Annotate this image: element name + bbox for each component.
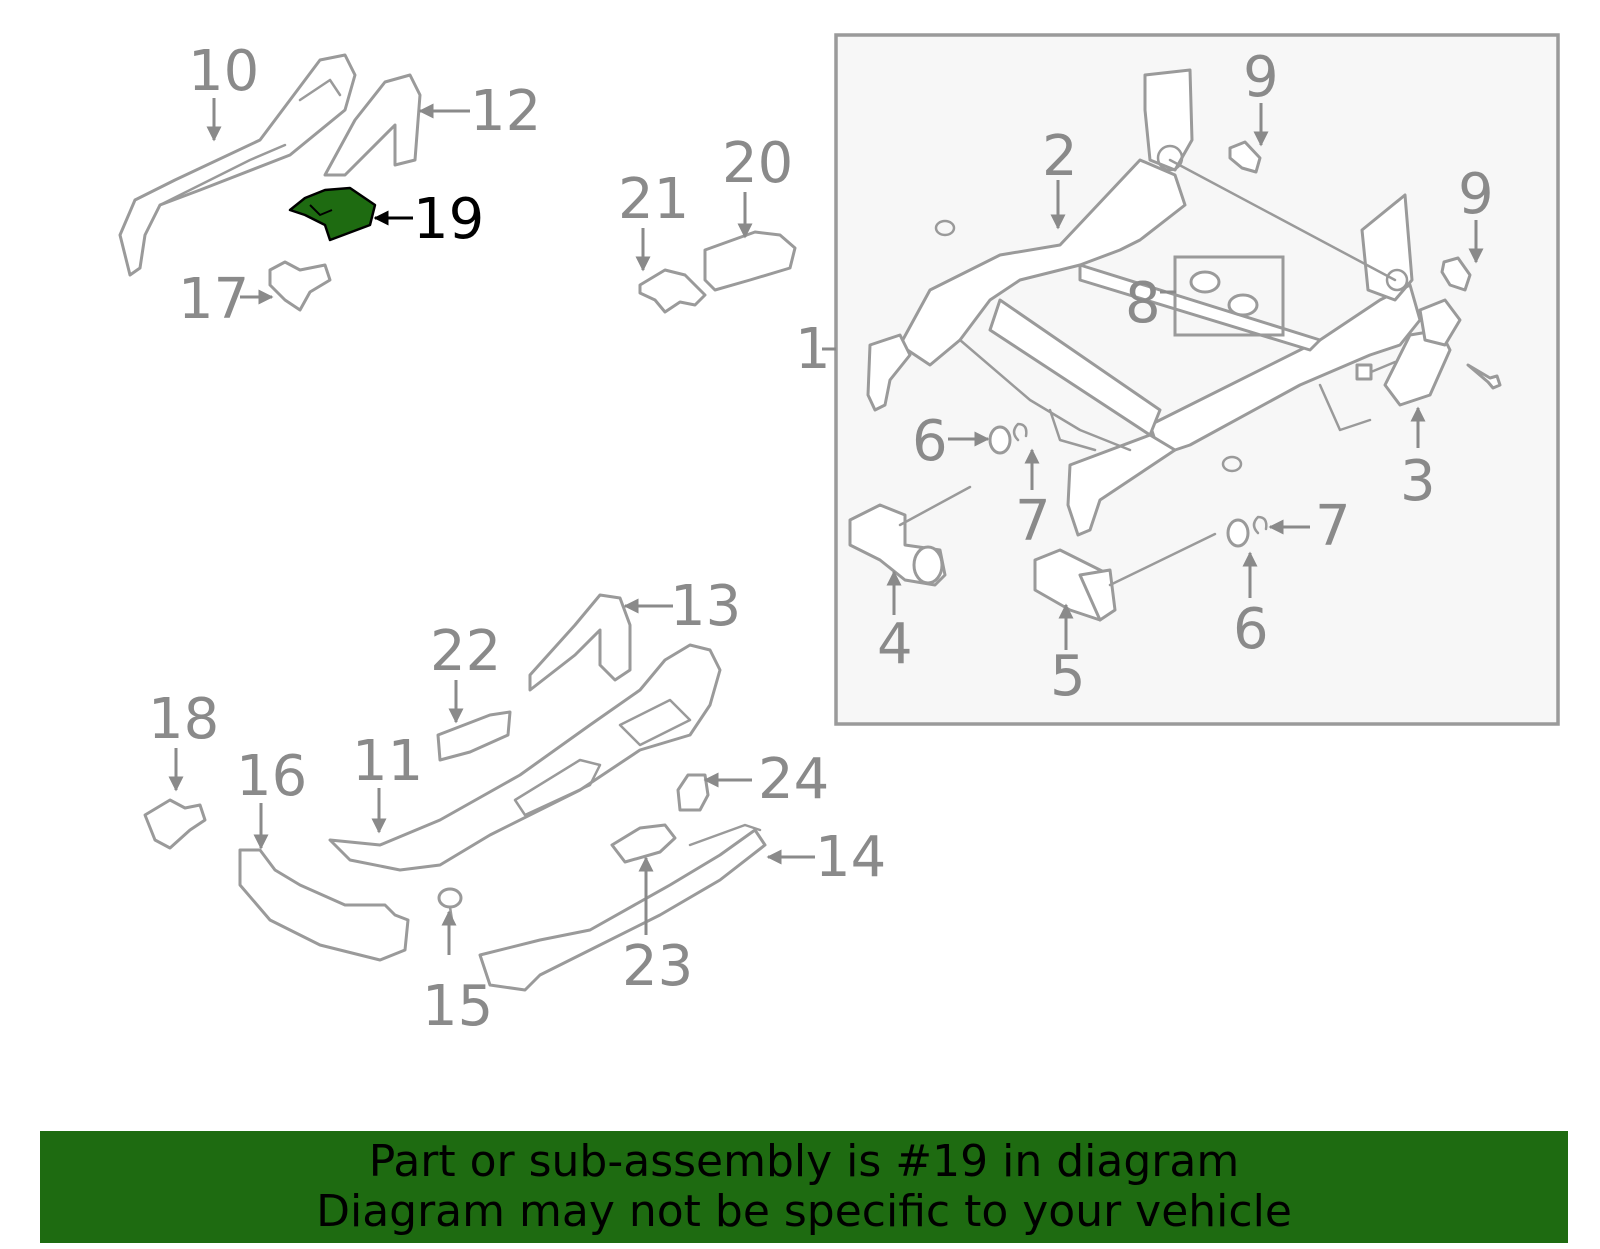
part-23-pad bbox=[610, 823, 677, 864]
part-18-clip bbox=[143, 798, 207, 850]
callout-20: 20 bbox=[722, 131, 793, 196]
part-19-highlighted bbox=[288, 186, 377, 242]
callout-22: 22 bbox=[430, 619, 501, 684]
part-11-side-shield bbox=[328, 643, 722, 872]
part-8-bushings bbox=[1189, 270, 1259, 317]
part-13-bracket bbox=[528, 593, 632, 692]
callout-labels: 1 2 3 4 5 6 6 7 7 8 9 9 10 11 12 13 14 1… bbox=[148, 39, 1494, 1039]
callout-2: 2 bbox=[1042, 124, 1078, 189]
callout-4: 4 bbox=[877, 612, 913, 677]
part-16-cover bbox=[238, 848, 410, 962]
callout-5: 5 bbox=[1050, 644, 1086, 709]
part-14-rail-cover bbox=[478, 823, 767, 992]
part-9-clip-b bbox=[1440, 256, 1472, 292]
banner-line-disclaimer: Diagram may not be specific to your vehi… bbox=[316, 1186, 1292, 1237]
callout-8: 8 bbox=[1125, 271, 1161, 336]
part-24-cap bbox=[676, 773, 710, 812]
callout-12: 12 bbox=[470, 79, 541, 144]
leader-lines bbox=[168, 98, 1484, 955]
part-2-seat-frame bbox=[866, 68, 1422, 537]
callout-1: 1 bbox=[795, 317, 831, 382]
callout-6b: 6 bbox=[1233, 597, 1269, 662]
inset-frame-box bbox=[834, 33, 1560, 726]
callout-10: 10 bbox=[188, 39, 259, 104]
callout-7b: 7 bbox=[1315, 494, 1351, 559]
part-5-motor bbox=[1033, 532, 1217, 622]
banner-line-part: Part or sub-assembly is #19 in diagram bbox=[368, 1136, 1240, 1187]
part-8-box bbox=[1173, 255, 1285, 337]
callout-14: 14 bbox=[815, 825, 886, 890]
callout-6a: 6 bbox=[912, 409, 948, 474]
callout-17: 17 bbox=[178, 267, 249, 332]
info-banner: Part or sub-assembly is #19 in diagram D… bbox=[40, 1131, 1568, 1243]
part-9-clip-a bbox=[1228, 140, 1262, 174]
callout-16: 16 bbox=[236, 744, 307, 809]
part-6-washer-b bbox=[1226, 518, 1250, 548]
part-screw bbox=[1466, 363, 1502, 390]
callout-19: 19 bbox=[413, 187, 484, 252]
callout-21: 21 bbox=[618, 167, 689, 232]
callout-24: 24 bbox=[758, 747, 829, 812]
part-12-bracket bbox=[323, 73, 422, 177]
callout-7a: 7 bbox=[1015, 489, 1051, 554]
callout-23: 23 bbox=[622, 934, 693, 999]
part-10-trim-cover bbox=[118, 53, 357, 277]
part-4-motor bbox=[848, 485, 972, 587]
callout-15: 15 bbox=[422, 974, 493, 1039]
part-17-clip bbox=[268, 260, 332, 312]
part-3-motor bbox=[1355, 298, 1462, 407]
part-7-clip-b bbox=[1252, 515, 1268, 535]
part-7-clip-a bbox=[1012, 422, 1028, 442]
parts-diagram: 1 2 3 4 5 6 6 7 7 8 9 9 10 11 12 13 14 1… bbox=[118, 33, 1560, 1039]
callout-3: 3 bbox=[1400, 449, 1436, 514]
callout-9a: 9 bbox=[1243, 45, 1279, 110]
part-20-trim bbox=[703, 230, 797, 292]
callout-11: 11 bbox=[352, 729, 423, 794]
callout-13: 13 bbox=[670, 574, 741, 639]
part-21-bracket bbox=[638, 268, 707, 314]
part-22-cap bbox=[436, 710, 512, 762]
part-6-washer-a bbox=[988, 425, 1012, 455]
callout-18: 18 bbox=[148, 687, 219, 752]
callout-9b: 9 bbox=[1458, 162, 1494, 227]
